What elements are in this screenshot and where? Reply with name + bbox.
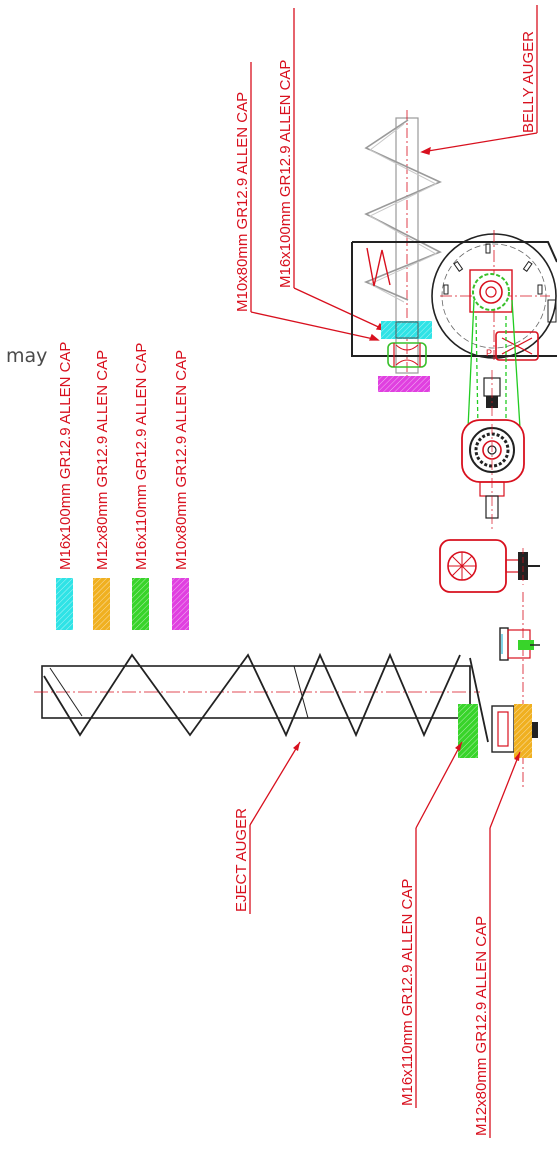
top-callouts: BELLY AUGER M16x100mm GR12.9 ALLEN CAP M… <box>234 5 538 312</box>
top-leaders <box>250 132 538 341</box>
legend-item-m12x80: M12x80mm GR12.9 ALLEN CAP <box>93 350 111 630</box>
bottom-callouts: EJECT AUGER M16x110mm GR12.9 ALLEN CAP M… <box>233 741 521 1138</box>
callout-eject-auger: EJECT AUGER <box>233 808 250 912</box>
callout-top-m10x80: M10x80mm GR12.9 ALLEN CAP <box>234 92 251 312</box>
legend-label-m16x100: M16x100mm GR12.9 ALLEN CAP <box>57 342 74 570</box>
belly-housing: P <box>351 230 557 361</box>
legend-label-m16x110: M16x110mm GR12.9 ALLEN CAP <box>133 343 150 570</box>
legend-label-m10x80: M10x80mm GR12.9 ALLEN CAP <box>173 350 190 570</box>
chain-drive <box>467 299 521 431</box>
legend-item-m16x100: M16x100mm GR12.9 ALLEN CAP <box>56 342 74 630</box>
callout-belly-auger: BELLY AUGER <box>520 31 537 133</box>
legend-item-m10x80: M10x80mm GR12.9 ALLEN CAP <box>172 350 190 630</box>
legend: M16x100mm GR12.9 ALLEN CAP M12x80mm GR12… <box>56 342 190 630</box>
callout-bottom-m16x110: M16x110mm GR12.9 ALLEN CAP <box>399 879 416 1106</box>
callout-bottom-m12x80: M12x80mm GR12.9 ALLEN CAP <box>473 916 490 1136</box>
svg-text:P: P <box>486 348 492 358</box>
middle-gearbox <box>439 539 540 593</box>
callout-top-m16x100: M16x100mm GR12.9 ALLEN CAP <box>277 60 294 288</box>
drive-gearbox <box>461 370 525 530</box>
stray-text: may <box>6 345 47 367</box>
legend-item-m16x110: M16x110mm GR12.9 ALLEN CAP <box>132 343 150 630</box>
legend-label-m12x80: M12x80mm GR12.9 ALLEN CAP <box>94 350 111 570</box>
eject-auger <box>34 652 489 743</box>
belly-coupler <box>387 342 427 368</box>
small-coupler <box>499 592 540 700</box>
